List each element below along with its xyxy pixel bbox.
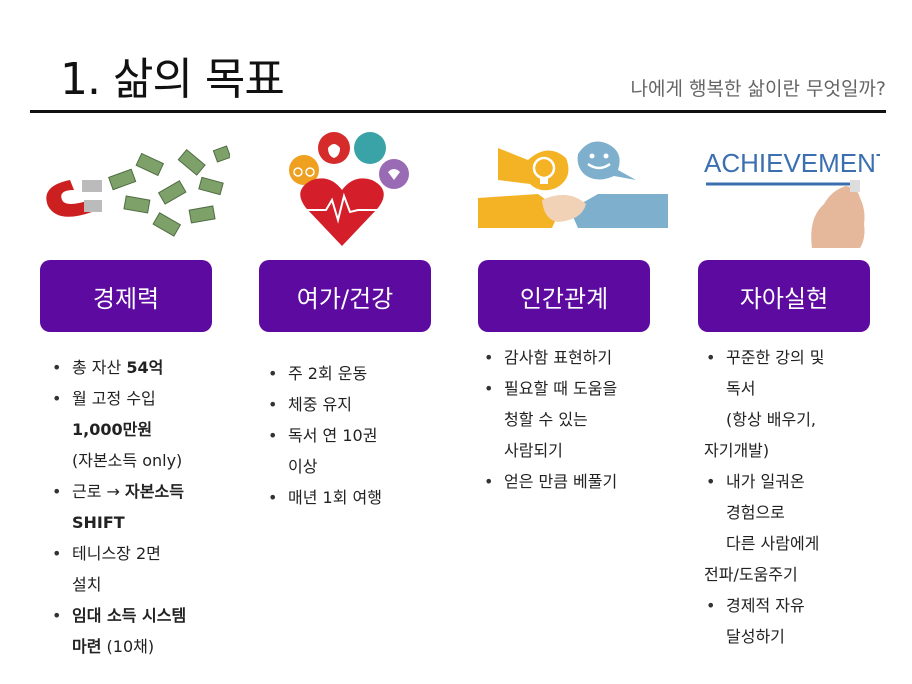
list-item: 월 고정 수입1,000만원(자본소득 only) [50, 383, 240, 476]
list-item: 총 자산 54억 [50, 352, 240, 383]
achievement-hand-icon: ACHIEVEMENT [700, 128, 892, 248]
list-item: 주 2회 운동 [266, 358, 456, 389]
heading-relations: 인간관계 [478, 260, 650, 332]
heading-self-realization: 자아실현 [698, 260, 870, 332]
list-item: 체중 유지 [266, 389, 456, 420]
handshake-icon [478, 128, 668, 248]
heading-leisure: 여가/건강 [259, 260, 431, 332]
page-subtitle: 나에게 행복한 삶이란 무엇일까? [630, 78, 886, 100]
achievement-text: ACHIEVEMENT [704, 148, 880, 178]
page-title: 1. 삶의 목표 [60, 54, 285, 105]
title-rule [30, 110, 886, 113]
magnet-money-icon [30, 128, 232, 248]
list-item: 꾸준한 강의 및독서(항상 배우기,자기개발) [704, 342, 894, 466]
heading-economy: 경제력 [40, 260, 212, 332]
economy-bullets: 총 자산 54억 월 고정 수입1,000만원(자본소득 only) 근로 → … [50, 352, 240, 662]
heart-health-icon [262, 128, 422, 248]
list-item: 얻은 만큼 베풀기 [482, 466, 672, 497]
list-item: 매년 1회 여행 [266, 482, 456, 513]
list-item: 감사함 표현하기 [482, 342, 672, 373]
